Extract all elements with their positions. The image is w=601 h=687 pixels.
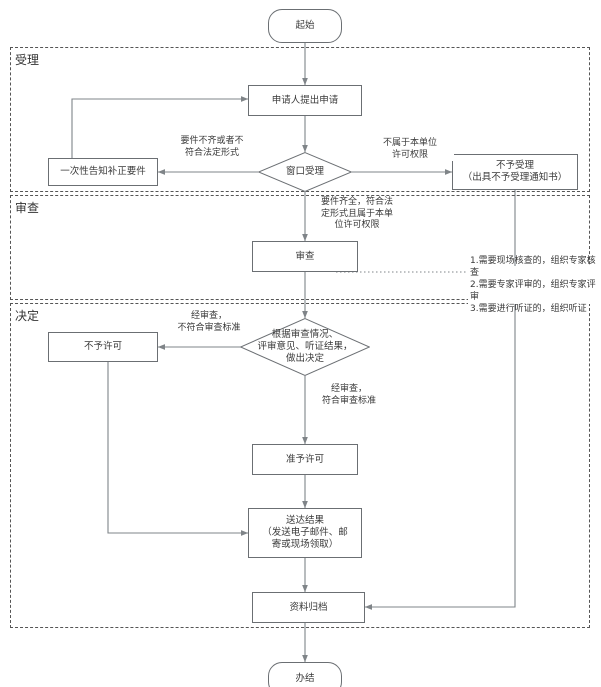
node-window-acceptance[interactable]: 窗口受理 [258,152,352,192]
diamond-shape [258,152,352,192]
node-notify-correction[interactable]: 一次性告知补正要件 [48,158,158,186]
lane-decision-label: 决定 [15,309,40,323]
note-line-1: 1.需要现场核查的，组织专家核查 [470,256,596,278]
note-examine-options: 1.需要现场核查的，组织专家核查 2.需要专家评审的，组织专家评审 3.需要进行… [468,256,596,314]
lane-acceptance-label: 受理 [15,53,40,67]
edge-label-complete: 要件齐全，符合法 定形式且属于本单 位许可权限 [310,197,404,232]
note-line-3: 3.需要进行听证的，组织听证 [470,304,587,314]
note-line-2: 2.需要专家评审的，组织专家评审 [470,280,596,302]
node-deliver-result[interactable]: 送达结果 （发送电子邮件、邮 寄或现场领取） [248,508,362,558]
lane-review-label: 审查 [15,201,40,215]
node-make-decision[interactable]: 根据审查情况、 评审意见、听证结果， 做出决定 [240,318,370,376]
node-no-permit[interactable]: 不予许可 [48,332,158,362]
node-finish[interactable]: 办结 [268,662,342,687]
node-start[interactable]: 起始 [268,9,342,43]
node-archive[interactable]: 资料归档 [252,592,365,623]
edge-label-pass-standard: 经审查， 符合审查标准 [308,384,390,407]
edge-label-fail-standard: 经审查， 不符合审查标准 [162,311,256,334]
diamond-shape [240,318,370,376]
edge-label-out-of-scope: 不属于本单位 许可权限 [366,138,454,161]
node-apply[interactable]: 申请人提出申请 [248,85,362,116]
node-reject-acceptance[interactable]: 不予受理 （出具不予受理通知书） [452,154,578,190]
lane-decision [10,303,590,628]
edge-label-incomplete: 要件不齐或者不 符合法定形式 [168,136,256,159]
lane-acceptance [10,47,590,192]
node-grant-permit[interactable]: 准予许可 [252,444,358,475]
node-examine[interactable]: 审查 [252,241,358,272]
lane-review [10,195,590,300]
